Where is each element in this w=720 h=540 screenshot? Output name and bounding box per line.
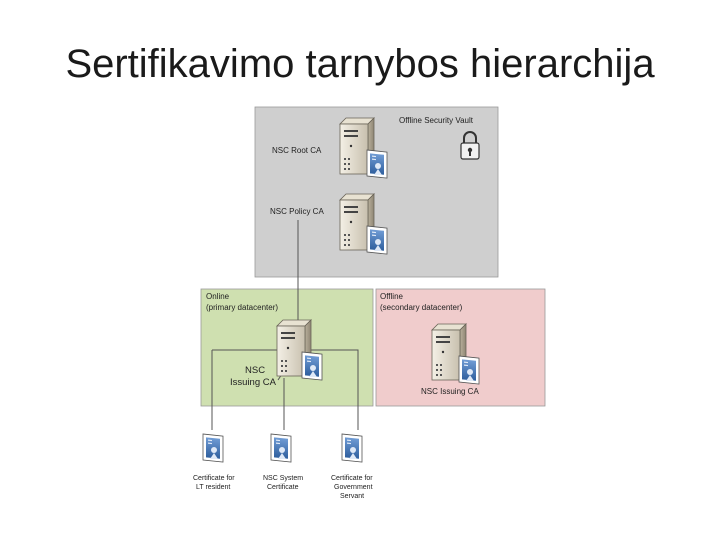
certificate-icon-lt-resident	[203, 434, 223, 462]
issuing-ca-online-certificate-icon	[302, 352, 322, 380]
certificate-icon-nsc-system	[271, 434, 291, 462]
certificate-icon-government-servant	[342, 434, 362, 462]
policy-ca-label: NSC Policy CA	[270, 207, 324, 216]
certificate-label-2-line1: NSC System	[263, 475, 303, 482]
issuing-ca-offline-certificate-icon	[459, 356, 479, 384]
offline-zone-label: Offline	[380, 292, 404, 301]
issuing-ca-online-label-line1: NSC	[245, 365, 265, 376]
certificate-label-3-line1: Certificate for	[331, 475, 373, 482]
certificate-label-1-line1: Certificate for	[193, 475, 235, 482]
issuing-ca-offline-label: NSC Issuing CA	[421, 387, 479, 396]
root-ca-certificate-icon	[367, 150, 387, 178]
issuing-ca-online-label-line2: Issuing CA	[230, 377, 277, 388]
online-zone-label: Online	[206, 292, 230, 301]
online-zone-sublabel: (primary datacenter)	[206, 303, 278, 312]
offline-zone-sublabel: (secondary datacenter)	[380, 303, 463, 312]
certificate-label-3-line3: Servant	[340, 493, 364, 500]
security-vault-label: Offline Security Vault	[399, 116, 474, 125]
root-ca-label: NSC Root CA	[272, 146, 322, 155]
certificate-label-2-line2: Certificate	[267, 484, 299, 491]
certificate-label-3-line2: Government	[334, 484, 373, 491]
certificate-label-1-line2: LT resident	[196, 484, 230, 491]
policy-ca-certificate-icon	[367, 226, 387, 254]
